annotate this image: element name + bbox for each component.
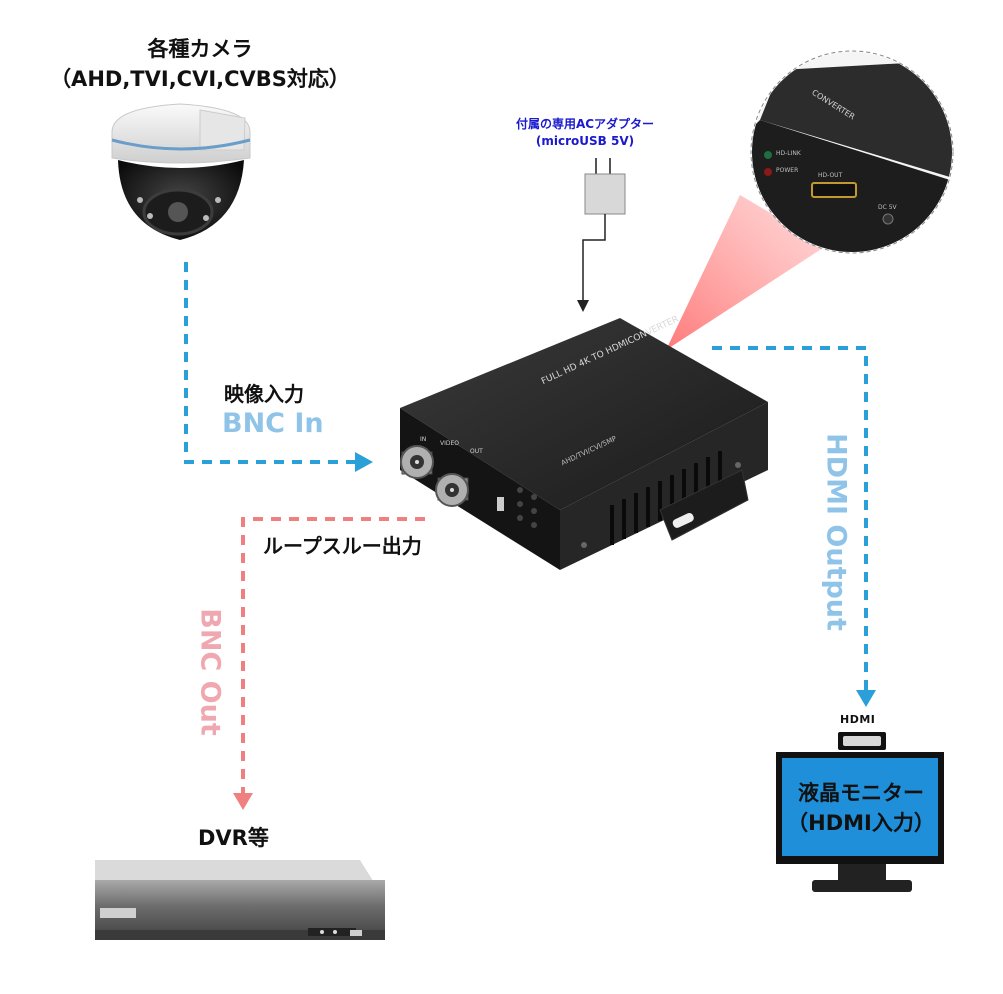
dvr-label: DVR等 <box>198 826 269 850</box>
monitor-label: 液晶モニター （HDMI入力） <box>780 778 942 838</box>
camera-title-line2: （AHD,TVI,CVI,CVBS対応） <box>50 67 350 91</box>
monitor-label-line1: 液晶モニター <box>798 781 924 805</box>
video-input-label-jp: 映像入力 <box>224 382 304 406</box>
hdmi-converter-image <box>400 318 768 570</box>
zoom-circle <box>750 50 954 254</box>
hdmi-logo: HDMI <box>840 713 876 726</box>
hdmi-output-label: HDMI Output <box>820 433 852 631</box>
monitor-image <box>776 732 944 892</box>
adapter-label: 付属の専用ACアダプター (microUSB 5V) <box>470 116 700 150</box>
video-input-label-en: BNC In <box>222 408 324 439</box>
adapter-label-line1: 付属の専用ACアダプター <box>515 117 655 131</box>
dome-camera-image <box>111 103 251 240</box>
loop-through-arrow <box>233 517 425 810</box>
loop-through-label: ループスルー出力 <box>263 534 422 558</box>
camera-title-line1: 各種カメラ <box>147 37 253 61</box>
converter-port-video: VIDEO <box>440 440 460 447</box>
zoom-led2-label: POWER <box>776 167 799 174</box>
zoom-led1-label: HD-LINK <box>776 150 801 157</box>
ac-adapter-image <box>577 158 626 312</box>
adapter-label-line2: (microUSB 5V) <box>535 134 635 148</box>
video-input-arrow <box>184 262 373 472</box>
converter-port-in: IN <box>420 436 427 443</box>
bnc-out-label: BNC Out <box>194 608 226 736</box>
converter-port-out: OUT <box>470 448 483 455</box>
hdmi-output-arrow <box>712 346 876 707</box>
zoom-hdmi-port-label: HD-OUT <box>818 172 843 179</box>
zoom-dc-port-label: DC 5V <box>878 204 897 211</box>
zoom-beam <box>666 195 826 350</box>
camera-title: 各種カメラ （AHD,TVI,CVI,CVBS対応） <box>0 34 400 94</box>
dvr-image <box>95 860 385 940</box>
monitor-label-line2: （HDMI入力） <box>787 811 935 835</box>
